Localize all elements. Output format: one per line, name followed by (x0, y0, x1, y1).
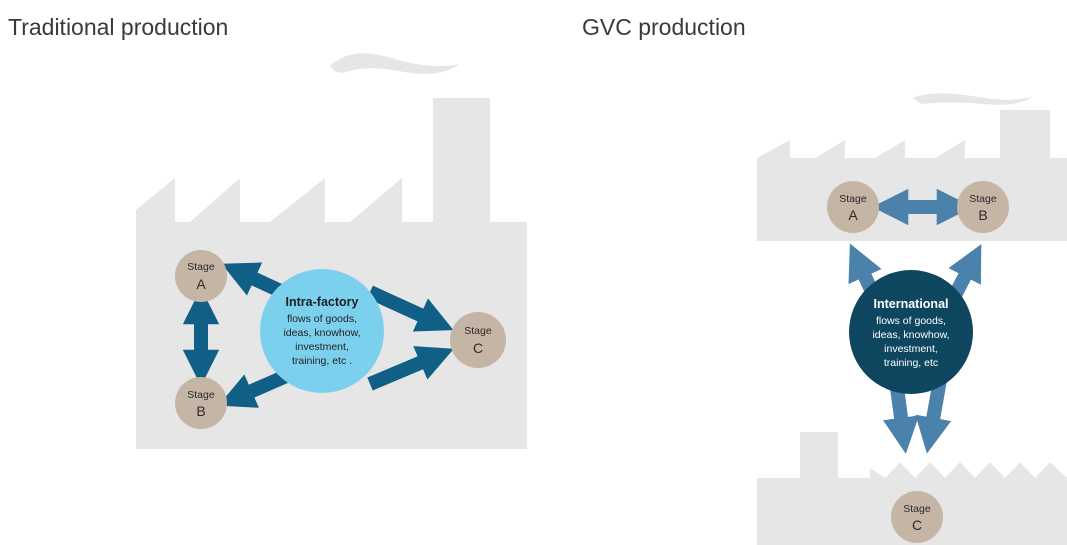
factory-smoke (330, 53, 460, 74)
international-line: flows of goods, (876, 315, 946, 327)
gvc-stage-a-letter: A (848, 207, 858, 223)
intra-factory-heading: Intra-factory (286, 295, 359, 309)
gvc-stage-c-word: Stage (903, 503, 931, 515)
stage-c-word: Stage (464, 325, 492, 337)
stage-b-word: Stage (187, 389, 215, 401)
gvc-stage-c-letter: C (912, 517, 922, 533)
international-node: International flows of goods, ideas, kno… (849, 270, 973, 394)
gvc-stage-b-word: Stage (969, 193, 997, 205)
intra-factory-node: Intra-factory flows of goods, ideas, kno… (260, 269, 384, 393)
intra-factory-line: training, etc . (292, 355, 352, 367)
international-line: investment, (884, 343, 938, 355)
gvc-stage-a-word: Stage (839, 193, 867, 205)
stage-c-letter: C (473, 340, 483, 356)
international-line: ideas, knowhow, (872, 329, 949, 341)
traditional-stage-c: Stage C (450, 312, 506, 368)
stage-a-word: Stage (187, 261, 215, 273)
intra-factory-line: ideas, knowhow, (283, 327, 360, 339)
gvc-stage-b-letter: B (978, 207, 987, 223)
factory-building-top (757, 110, 1067, 241)
stage-b-letter: B (196, 403, 205, 419)
intra-factory-line: investment, (295, 341, 349, 353)
gvc-stage-b: Stage B (957, 181, 1009, 233)
traditional-stage-b: Stage B (175, 377, 227, 429)
intra-factory-line: flows of goods, (287, 313, 357, 325)
international-heading: International (873, 297, 948, 311)
international-line: training, etc (884, 357, 938, 369)
stage-a-letter: A (196, 276, 206, 292)
factory-smoke (912, 93, 1032, 104)
gvc-stage-a: Stage A (827, 181, 879, 233)
traditional-stage-a: Stage A (175, 250, 227, 302)
gvc-factory-top (757, 93, 1067, 241)
gvc-stage-c: Stage C (891, 491, 943, 543)
